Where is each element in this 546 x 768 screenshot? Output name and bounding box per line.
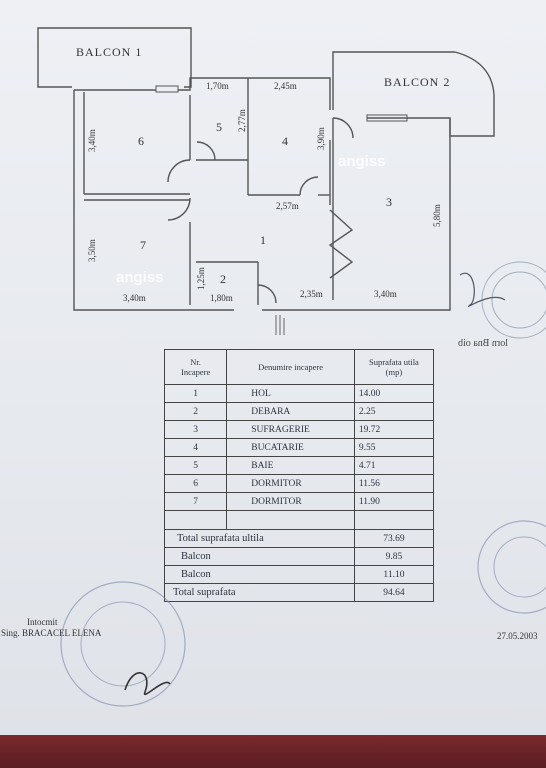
room-area-table: Nr. Incapere Denumire incapere Suprafata… bbox=[163, 349, 435, 602]
outer-wall bbox=[73, 90, 234, 311]
author-line-2: Sing. BRACACEL ELENA bbox=[1, 628, 102, 638]
dimension-label: 3,50m bbox=[87, 239, 97, 262]
header-nr: Nr. Incapere bbox=[163, 349, 228, 385]
watermark-text: angiss bbox=[338, 153, 386, 170]
dimension-label: 2,57m bbox=[276, 201, 299, 211]
balcony-2-outline bbox=[332, 51, 495, 137]
dimension-label: 3,90m bbox=[316, 127, 326, 150]
stamp-right-top bbox=[481, 261, 546, 339]
signature-right bbox=[459, 272, 506, 307]
author-line-1: Intocmit bbox=[27, 617, 58, 627]
room-number-7: 7 bbox=[140, 238, 146, 252]
stamp-left bbox=[60, 581, 186, 707]
dimension-label: 2,77m bbox=[237, 109, 247, 132]
room-number-3: 3 bbox=[386, 195, 392, 209]
balcony-label-1: BALCON 1 bbox=[76, 45, 142, 59]
dimension-label: 5,80m bbox=[432, 204, 442, 227]
dimension-label: 2,35m bbox=[300, 289, 323, 299]
balcony-label-2: BALCON 2 bbox=[384, 75, 450, 89]
table-header-row: Nr. Incapere Denumire incapere Suprafata… bbox=[163, 349, 435, 385]
room-number-5: 5 bbox=[216, 120, 222, 134]
stamp-right-bottom bbox=[477, 520, 546, 614]
signature-left bbox=[124, 672, 171, 695]
room-number-1: 1 bbox=[260, 233, 266, 247]
background-surface bbox=[0, 735, 546, 768]
watermark-text: angiss bbox=[116, 269, 164, 286]
dimension-label: 3,40m bbox=[123, 293, 146, 303]
room-number-4: 4 bbox=[282, 134, 288, 148]
dimension-label: 3,40m bbox=[374, 289, 397, 299]
dimension-label: 1,70m bbox=[206, 81, 229, 91]
header-name: Denumire incapere bbox=[226, 349, 355, 385]
room-number-6: 6 bbox=[138, 134, 144, 148]
room-number-2: 2 bbox=[220, 272, 226, 286]
header-area: Suprafata utila (mp) bbox=[353, 349, 435, 385]
zigzag-partition bbox=[328, 209, 354, 279]
document-date: 27.05.2003 bbox=[497, 631, 538, 641]
author-block: Intocmit Sing. BRACACEL ELENA bbox=[1, 617, 101, 639]
dimension-label: 1,80m bbox=[210, 293, 233, 303]
table-gap-row bbox=[163, 510, 435, 530]
dimension-label: 2,45m bbox=[274, 81, 297, 91]
dimension-label: 1,25m bbox=[196, 267, 206, 290]
dimension-label: 3,40m bbox=[87, 129, 97, 152]
floor-plan: BALCON 1 BALCON 2 1 2 3 4 5 6 7 1,70m 2,… bbox=[37, 27, 546, 339]
mirrored-text: lorn Bna oib bbox=[458, 338, 508, 349]
